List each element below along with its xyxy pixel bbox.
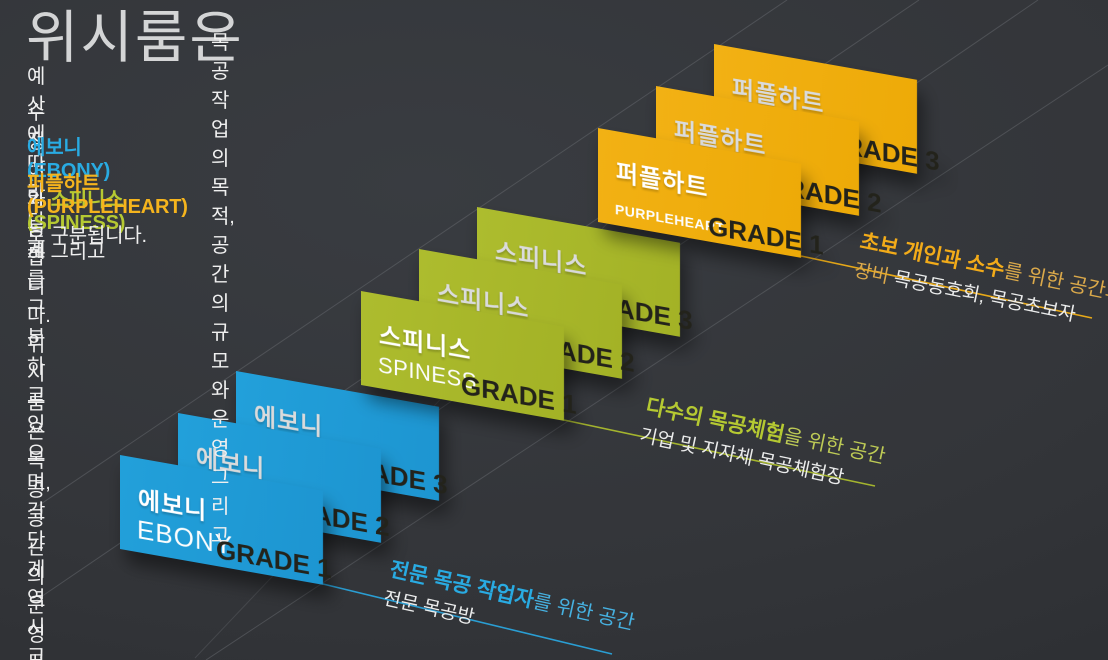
intro-line-4-tail: 로 그리고 <box>27 241 106 263</box>
spiness-accent-text: 스피니스(SPINESS) <box>27 189 126 234</box>
intro-line-1: 목공작업의 목적, 공간의 규모와 운영 그리고 <box>211 32 240 547</box>
baseline-ebony <box>322 583 613 655</box>
baseline-spiness <box>563 419 876 487</box>
baseline-purpleheart <box>800 255 1093 319</box>
intro-line-2: 예산에 따라 단계를 구분하고 있으며, 각 단계 역시 고객의 여건에 따라 <box>27 66 51 660</box>
page-title: 위시룸은 <box>26 6 244 70</box>
guide-line-bottomright-corners <box>205 64 1108 660</box>
guide-line-topright-corners <box>322 0 1039 490</box>
intro-line-4: 에보니(EBONY) 와 스피니스(SPINESS) 로 그리고 <box>27 131 125 264</box>
intro-line-5-tail: 로 구분됩니다. <box>27 225 147 247</box>
intro-line-5: 퍼플하트(PURPLEHEART) 로 구분됩니다. <box>27 167 188 248</box>
annotation-line-2-accent: 장비 <box>852 260 891 288</box>
ebony-accent-text: 에보니(EBONY) <box>27 137 111 182</box>
purpleheart-accent-text: 퍼플하트(PURPLEHEART) <box>27 173 188 218</box>
intro-line-3: 수정이 가능합니다. 위시룸은 목공공간의 운영 목적과 방식에 따라 <box>27 102 51 660</box>
guide-line-top-corners <box>28 0 788 513</box>
intro-line-4-mid: 와 <box>27 189 51 211</box>
card-korean-label: 퍼플하트 <box>616 159 709 203</box>
